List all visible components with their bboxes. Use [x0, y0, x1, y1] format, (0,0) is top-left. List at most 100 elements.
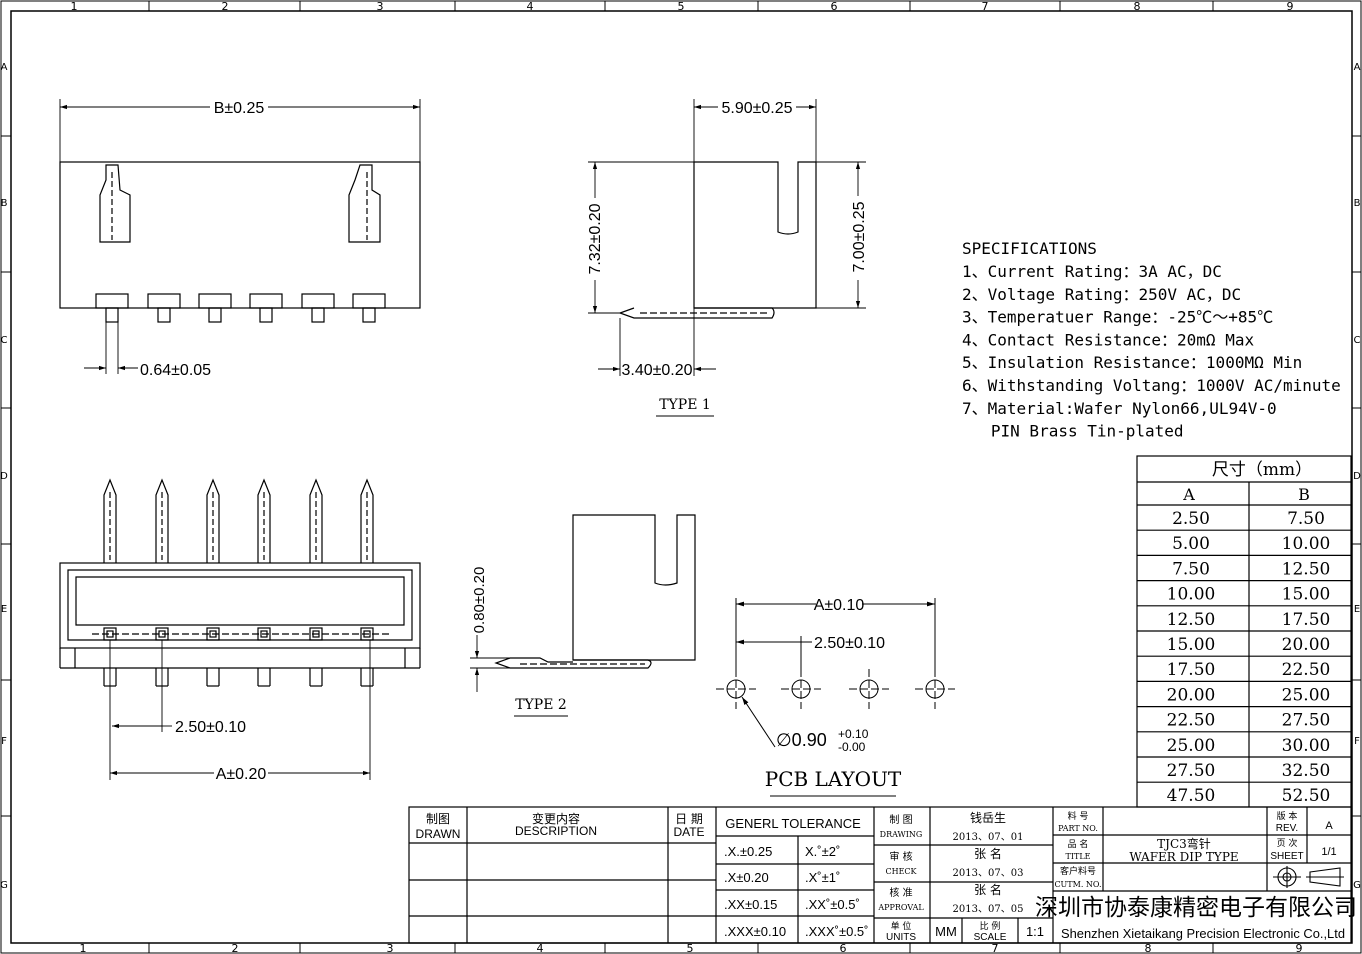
front-view — [59, 161, 421, 323]
tb-units-en: UNITS — [886, 932, 916, 943]
top-pin — [257, 478, 271, 563]
size-table-cell-b: 30.00 — [1282, 736, 1331, 756]
size-table-cell-b: 15.00 — [1282, 585, 1331, 605]
zone-letter-right: E — [1354, 604, 1360, 615]
front-pin-housing — [301, 293, 335, 309]
size-table-header-a: A — [1182, 485, 1195, 504]
zone-letter-right: B — [1354, 198, 1361, 209]
zone-letter-right: D — [1353, 471, 1361, 482]
tb-drawing-name: 钱岳生 — [970, 810, 1006, 825]
hole-tol-plus: +0.10 — [838, 727, 869, 741]
size-table-cell-b: 25.00 — [1282, 685, 1331, 705]
size-table-cell-b: 27.50 — [1282, 711, 1331, 731]
size-table-header-b: B — [1298, 485, 1310, 504]
specifications: SPECIFICATIONS 1、Current Rating：3A AC，DC… — [962, 239, 1341, 441]
tb-title-val2: WAFER DIP TYPE — [1129, 850, 1238, 864]
spec-line: 7、Material:Wafer Nylon66,UL94V-0 — [962, 399, 1277, 418]
type2-side-view — [494, 514, 696, 669]
front-pin-tail — [208, 307, 222, 323]
dim-height-left-label: 7.32±0.20 — [587, 203, 604, 274]
size-table-cell-b: 22.50 — [1282, 660, 1331, 680]
pcb-hole-icon — [781, 669, 821, 709]
dim-pitch — [109, 640, 172, 780]
spec-title: SPECIFICATIONS — [962, 239, 1097, 258]
tolerance-angular: X.˚±2˚ — [805, 844, 840, 859]
type1-side-view — [618, 161, 817, 319]
zone-letter-right: A — [1354, 62, 1361, 73]
pcb-layout-title: PCB LAYOUT — [765, 767, 902, 791]
spec-line: 5、Insulation Resistance：1000MΩ Min — [962, 353, 1302, 372]
tb-check-en: CHECK — [885, 867, 917, 876]
size-table-cell-a: 17.50 — [1167, 660, 1216, 680]
zone-letter-left: B — [1, 198, 8, 209]
tb-cutm-cn: 客户料号 — [1060, 865, 1096, 877]
pin-square-inner — [363, 630, 371, 638]
tolerance-linear: .X±0.20 — [724, 870, 769, 885]
tb-title-cn: 品 名 — [1068, 838, 1089, 850]
type1-label: TYPE 1 — [659, 397, 711, 413]
zone-number-top: 9 — [1287, 0, 1294, 13]
zone-number-top: 3 — [377, 0, 384, 13]
zone-number-bottom: 2 — [232, 942, 239, 954]
size-table-cell-b: 12.50 — [1282, 559, 1331, 579]
tb-sheet-val: 1/1 — [1321, 846, 1336, 858]
dim-pin-width-label: 0.64±0.05 — [140, 362, 211, 379]
size-table-cell-a: 27.50 — [1167, 761, 1216, 781]
tb-scale-cn: 比 例 — [980, 920, 1001, 932]
dim-a-width-label: A±0.20 — [216, 766, 267, 783]
zone-number-bottom: 9 — [1296, 942, 1303, 954]
size-table-cell-a: 25.00 — [1167, 736, 1216, 756]
spec-line: 3、Temperatuer Range：-25℃～+85℃ — [962, 308, 1273, 327]
type2-label: TYPE 2 — [515, 697, 567, 713]
front-pin-tail — [105, 307, 119, 323]
spec-line: 1、Current Rating：3A AC，DC — [962, 262, 1222, 281]
pin-square-inner — [312, 630, 320, 638]
tb-approval-en: APPROVAL — [877, 903, 924, 912]
top-view — [59, 478, 421, 687]
zone-number-top: 5 — [678, 0, 685, 13]
tolerance-linear: .XX±0.15 — [724, 897, 777, 912]
tb-units-val: MM — [935, 924, 957, 939]
tb-title-en: TITLE — [1066, 852, 1091, 861]
size-table-cell-a: 47.50 — [1167, 786, 1216, 806]
zone-letter-right: G — [1353, 880, 1361, 891]
zone-letter-left: E — [1, 604, 7, 615]
tb-date-cn: 日 期 — [675, 812, 703, 826]
zone-number-top: 6 — [831, 0, 838, 13]
tb-tolerance-title: GENERL TOLERANCE — [725, 816, 861, 831]
zone-number-bottom: 8 — [1145, 942, 1152, 954]
zone-number-top: 7 — [982, 0, 989, 13]
tb-check-date: 2013、07、03 — [953, 868, 1024, 879]
front-pin-housing — [352, 293, 386, 309]
size-table-cell-b: 10.00 — [1282, 534, 1331, 554]
tolerance-linear: .X.±0.25 — [724, 844, 772, 859]
tb-check-name: 张 名 — [974, 846, 1002, 861]
front-pin-housing — [198, 293, 232, 309]
hole-tol-minus: -0.00 — [838, 740, 866, 754]
front-pin-tail — [157, 307, 171, 323]
hole-dia-label: ∅0.90 — [776, 730, 827, 750]
top-pin — [309, 478, 323, 563]
spec-line: PIN Brass Tin-plated — [962, 422, 1184, 441]
zone-number-bottom: 5 — [687, 942, 694, 954]
zone-number-bottom: 6 — [840, 942, 847, 954]
tb-check-cn: 审 核 — [889, 850, 912, 863]
pcb-pitch-label: 2.50±0.10 — [814, 635, 885, 652]
zone-letter-left: G — [0, 880, 8, 891]
pcb-hole-icon — [716, 669, 756, 709]
dim-pin-offset — [598, 308, 716, 376]
size-table-cell-a: 2.50 — [1172, 509, 1210, 529]
tb-part-cn: 料 号 — [1068, 810, 1089, 822]
tb-sheet-en: SHEET — [1270, 851, 1303, 862]
tb-approval-cn: 核 准 — [889, 886, 912, 899]
pin-square-inner — [209, 630, 217, 638]
tolerance-angular: .XXX˚±0.5˚ — [805, 924, 869, 939]
size-table-title: 尺寸（mm） — [1212, 460, 1312, 480]
size-table-cell-b: 20.00 — [1282, 635, 1331, 655]
zone-number-top: 8 — [1134, 0, 1141, 13]
tb-company-cn: 深圳市协泰康精密电子有限公司 — [1035, 895, 1357, 921]
tb-rev-en: REV. — [1276, 823, 1298, 834]
